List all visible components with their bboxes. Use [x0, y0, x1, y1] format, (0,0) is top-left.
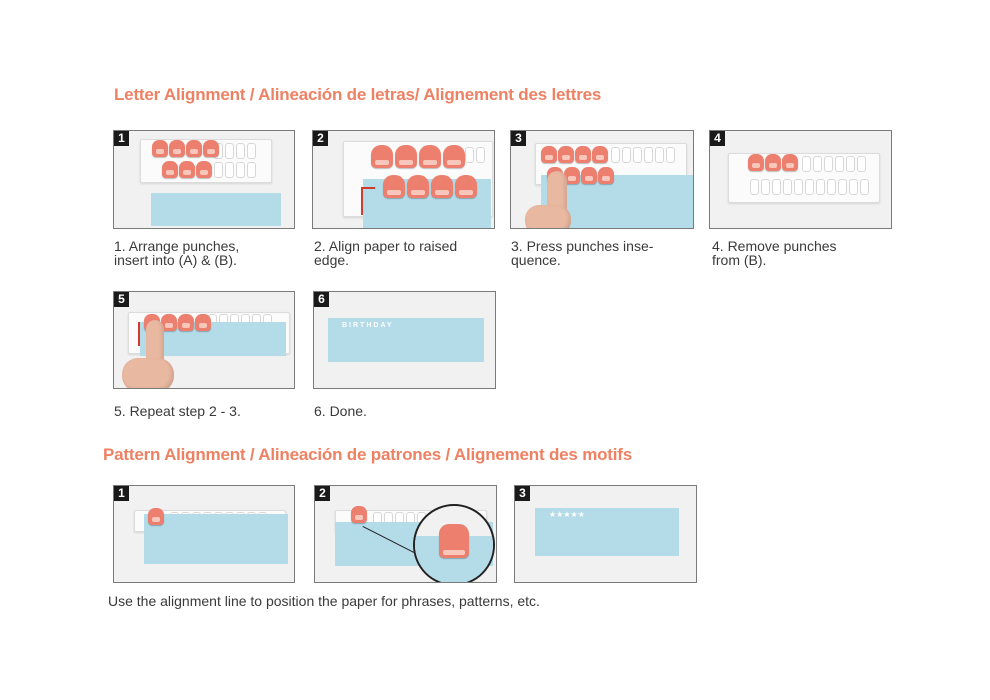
letter-punch — [575, 146, 591, 163]
letter-punch — [203, 140, 219, 157]
letter-step-3-image: 3 — [510, 130, 694, 229]
paper-strip — [144, 514, 288, 564]
paper-strip — [535, 508, 679, 556]
step-number-badge: 5 — [114, 292, 129, 307]
letter-punch — [765, 154, 781, 171]
tray-slots — [465, 147, 485, 163]
pattern-alignment-heading: Pattern Alignment / Alineación de patron… — [103, 445, 632, 464]
step-number-badge: 3 — [511, 131, 526, 146]
letter-punch — [598, 167, 614, 184]
letter-step-2-image: 2 — [312, 130, 495, 229]
letter-punch — [152, 140, 168, 157]
tray-slots — [802, 156, 866, 172]
raised-edge-marker — [361, 187, 375, 189]
hand — [122, 358, 174, 388]
pattern-punch — [439, 524, 469, 558]
letter-punch — [169, 140, 185, 157]
step-number-badge: 2 — [315, 486, 330, 501]
letter-punch — [186, 140, 202, 157]
letter-punch — [162, 161, 178, 178]
pattern-step-1-image: 1 — [113, 485, 295, 583]
letter-alignment-heading: Letter Alignment / Alineación de letras/… — [114, 85, 602, 104]
step-number-badge: 1 — [114, 486, 129, 501]
letter-step-4-caption: 4. Remove punches from (B). — [712, 238, 837, 268]
tray-slots — [214, 143, 256, 159]
footer-note: Use the alignment line to position the p… — [108, 593, 540, 609]
tray-slots — [611, 147, 675, 163]
step-number-badge: 1 — [114, 131, 129, 146]
letter-punch — [443, 145, 465, 168]
letter-step-6-image: 6 BIRTHDAY — [313, 291, 496, 389]
letter-punch — [541, 146, 557, 163]
letter-punch — [395, 145, 417, 168]
paper-strip — [151, 193, 281, 226]
letter-step-3-caption: 3. Press punches inse- quence. — [511, 238, 654, 268]
letter-punch — [431, 175, 453, 198]
letter-step-4-image: 4 — [709, 130, 892, 229]
letter-punch — [592, 146, 608, 163]
letter-punch — [383, 175, 405, 198]
step-number-badge: 6 — [314, 292, 329, 307]
letter-punch — [558, 146, 574, 163]
step-number-badge: 2 — [313, 131, 328, 146]
raised-edge-marker — [361, 187, 363, 215]
zoom-callout — [413, 504, 495, 582]
punched-stars: ★★★★★ — [549, 510, 585, 519]
letter-step-1-image: 1 — [113, 130, 295, 229]
letter-punch — [782, 154, 798, 171]
letter-punch — [419, 145, 441, 168]
letter-punch — [564, 167, 580, 184]
step-number-badge: 4 — [710, 131, 725, 146]
letter-step-6-caption: 6. Done. — [314, 403, 367, 419]
letter-punch — [748, 154, 764, 171]
letter-punch — [179, 161, 195, 178]
letter-punch — [407, 175, 429, 198]
punched-word: BIRTHDAY — [342, 322, 394, 329]
pattern-punch — [148, 508, 164, 525]
letter-punch — [161, 314, 177, 331]
letter-punch — [581, 167, 597, 184]
letter-punch — [196, 161, 212, 178]
pattern-step-3-image: 3 ★★★★★ — [514, 485, 697, 583]
letter-step-2-caption: 2. Align paper to raised edge. — [314, 238, 458, 268]
tray-slots — [214, 162, 256, 178]
pattern-step-2-image: 2 — [314, 485, 497, 583]
letter-punch — [455, 175, 477, 198]
letter-punch — [178, 314, 194, 331]
paper-strip — [328, 318, 484, 362]
pattern-punch — [351, 506, 367, 523]
letter-step-1-caption: 1. Arrange punches, insert into (A) & (B… — [114, 238, 240, 268]
tray-slots — [750, 179, 869, 195]
raised-edge-marker — [138, 322, 140, 346]
letter-step-5-image: 5 — [113, 291, 295, 389]
step-number-badge: 3 — [515, 486, 530, 501]
letter-step-5-caption: 5. Repeat step 2 - 3. — [114, 403, 241, 419]
hand — [525, 205, 571, 228]
letter-punch — [195, 314, 211, 331]
letter-punch — [371, 145, 393, 168]
